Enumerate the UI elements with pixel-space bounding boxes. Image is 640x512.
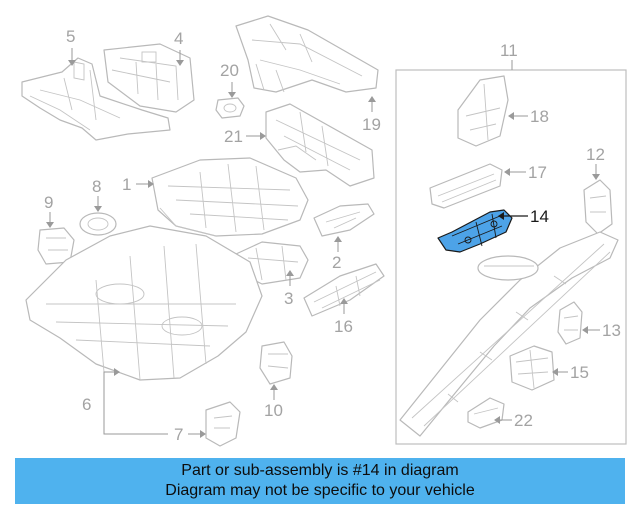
part-4-drawing[interactable]: [103, 43, 195, 113]
callout-20: 20: [220, 61, 239, 80]
part-13-drawing[interactable]: [557, 301, 583, 345]
leader-9: [46, 212, 54, 228]
part-15-drawing[interactable]: [509, 345, 555, 391]
leader-2: [334, 236, 342, 252]
part-12-drawing[interactable]: [583, 179, 613, 235]
leader-8: [94, 196, 102, 212]
leader-22: [494, 416, 512, 424]
part-6-drawing[interactable]: [25, 225, 263, 381]
part-19-drawing[interactable]: [235, 15, 379, 93]
callout-22: 22: [514, 411, 533, 430]
part-8-drawing[interactable]: [79, 212, 117, 236]
callout-14: 14: [530, 207, 549, 226]
part-21-drawing[interactable]: [265, 103, 375, 187]
part-2-drawing[interactable]: [313, 203, 375, 237]
leader-14: [498, 212, 528, 220]
callout-11: 11: [500, 41, 518, 60]
part-14-drawing[interactable]: [437, 209, 513, 253]
callout-8: 8: [92, 177, 101, 196]
part-7-drawing[interactable]: [205, 401, 241, 447]
leader-17: [504, 168, 526, 176]
part-10-drawing[interactable]: [259, 341, 293, 385]
leader-19: [368, 96, 376, 112]
callout-15: 15: [570, 363, 589, 382]
group-box-11: [395, 69, 627, 445]
banner-line-disclaimer: Diagram may not be specific to your vehi…: [165, 482, 475, 499]
leader-10: [270, 384, 278, 400]
callout-9: 9: [44, 193, 53, 212]
part-9-drawing[interactable]: [37, 227, 75, 265]
info-banner: Part or sub-assembly is #14 in diagram D…: [15, 458, 625, 504]
callout-12: 12: [586, 145, 605, 164]
leader-4: [176, 50, 184, 66]
callout-18: 18: [530, 107, 549, 126]
leader-5: [68, 48, 76, 66]
leader-12: [592, 164, 600, 180]
part-16-drawing[interactable]: [303, 263, 385, 317]
leader-21: [246, 132, 266, 140]
callout-17: 17: [528, 163, 547, 182]
callout-10: 10: [264, 401, 283, 420]
part-1-drawing[interactable]: [151, 157, 309, 237]
parts-diagram: 5 4 20 19 21 1 8 9 2 3 16 6 7 10 11 18 1…: [21, 15, 627, 447]
callout-21: 21: [224, 127, 243, 146]
callout-16: 16: [334, 317, 353, 336]
callout-3: 3: [284, 289, 293, 308]
leader-20: [228, 82, 236, 98]
leader-1: [136, 180, 154, 188]
callout-6: 6: [82, 395, 91, 414]
callout-1: 1: [122, 175, 131, 194]
leader-16: [340, 298, 348, 314]
callout-5: 5: [66, 27, 75, 46]
leader-6: [103, 368, 168, 435]
callout-7: 7: [174, 425, 183, 444]
callout-13: 13: [602, 321, 621, 340]
leader-3: [286, 270, 294, 286]
leader-18: [508, 112, 528, 120]
leader-13: [582, 326, 600, 334]
leader-7: [188, 430, 206, 438]
side-rail-drawing[interactable]: [399, 231, 619, 437]
callout-2: 2: [332, 253, 341, 272]
part-22-drawing[interactable]: [467, 397, 505, 429]
callout-4: 4: [174, 29, 183, 48]
banner-line-part: Part or sub-assembly is #14 in diagram: [181, 462, 459, 479]
part-5-drawing[interactable]: [21, 57, 171, 141]
leader-15: [552, 368, 568, 376]
part-17-drawing[interactable]: [429, 163, 503, 209]
part-18-drawing[interactable]: [457, 75, 509, 147]
callout-19: 19: [362, 115, 381, 134]
part-20-drawing[interactable]: [215, 97, 245, 119]
